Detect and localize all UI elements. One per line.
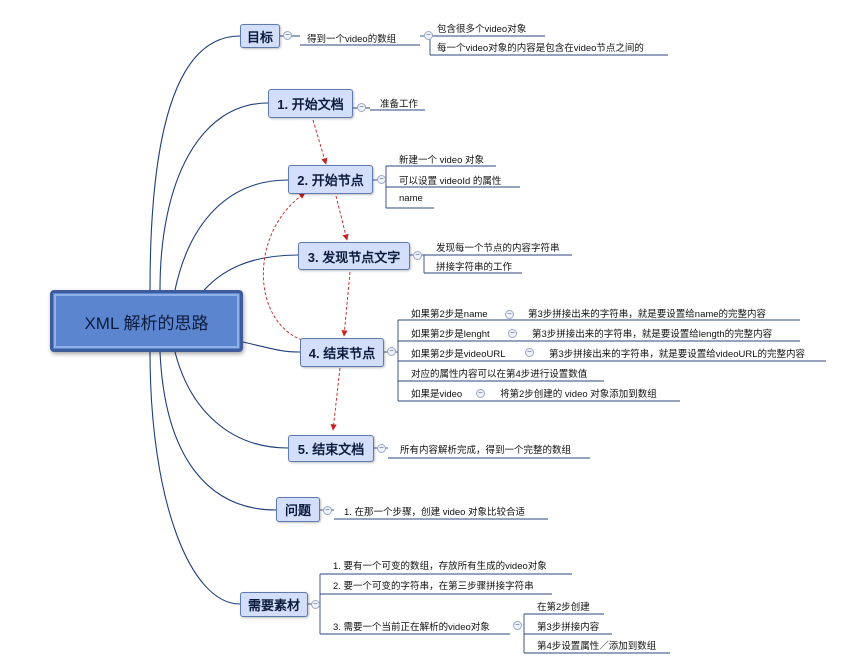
leaf-name-content: 第3步拼接出来的字符串，就是要设置给name的完整内容	[528, 309, 767, 320]
topic-end-node[interactable]: 4. 结束节点	[300, 338, 384, 367]
leaf-prepare: 准备工作	[380, 99, 419, 110]
collapse-toggle-materials[interactable]: −	[311, 600, 320, 609]
leaf-material-3: 3. 需要一个当前正在解析的video对象	[333, 622, 490, 633]
collapse-toggle-goal[interactable]: −	[283, 31, 292, 40]
collapse-toggle-found-text[interactable]: −	[413, 251, 422, 260]
leaf-add-to-array: 将第2步创建的 video 对象添加到数组	[500, 389, 657, 400]
collapse-toggle-goal-array[interactable]: −	[424, 31, 433, 40]
topic-goal[interactable]: 目标	[240, 24, 280, 48]
topic-end-node-label: 4. 结束节点	[308, 346, 376, 361]
leaf-length-content: 第3步拼接出来的字符串，就是要设置给length的完整内容	[532, 329, 773, 340]
arrow-text-to-end-node	[341, 271, 351, 337]
collapse-toggle-end-node[interactable]: −	[387, 347, 396, 356]
topic-start-node-label: 2. 开始节点	[297, 173, 364, 188]
collapse-toggle-end-document[interactable]: −	[377, 444, 386, 453]
collapse-toggle-start-node[interactable]: −	[377, 175, 386, 184]
leaf-material-2: 2. 要一个可变的字符串，在第三步骤拼接字符串	[333, 581, 534, 592]
leaf-video-url-content: 第3步拼接出来的字符串，就是要设置给videoURL的完整内容	[549, 349, 805, 360]
root-topic-label: XML 解析的思路	[84, 313, 209, 333]
root-branches	[149, 35, 301, 605]
collapse-toggle-end-length[interactable]: −	[508, 329, 517, 338]
leaf-append-string: 拼接字符串的工作	[436, 262, 513, 273]
arrow-end-node-to-end-doc	[330, 367, 341, 431]
leaf-set-video-id: 可以设置 videoId 的属性	[399, 176, 502, 187]
leaf-goal-video-content: 每一个video对象的内容是包含在video节点之间的	[437, 43, 644, 54]
topic-start-document[interactable]: 1. 开始文档	[268, 89, 353, 118]
relationship-arrows	[263, 119, 351, 431]
leaf-material-3-step2: 在第2步创建	[537, 602, 590, 613]
leaf-if-name: 如果第2步是name	[411, 309, 488, 320]
collapse-toggle-end-video[interactable]: −	[476, 389, 485, 398]
leaf-goal-many-videos: 包含很多个video对象	[437, 24, 527, 35]
root-topic[interactable]: XML 解析的思路	[50, 290, 243, 352]
topic-found-text[interactable]: 3. 发现节点文字	[298, 242, 410, 270]
leaf-if-video: 如果是video	[411, 389, 463, 400]
branch-line-end-doc	[174, 351, 289, 449]
branch-line-text	[199, 254, 299, 296]
arrow-end-node-to-start-node	[263, 192, 306, 341]
topic-materials-label: 需要素材	[247, 598, 300, 613]
branch-line-question	[159, 351, 277, 511]
leaf-goal-array: 得到一个video的数组	[307, 34, 397, 45]
leaf-parse-complete: 所有内容解析完成，得到一个完整的数组	[400, 445, 572, 456]
branch-line-start-doc	[159, 102, 269, 291]
leaf-connectors	[280, 35, 826, 654]
leaf-set-attribute-step4: 对应的属性内容可以在第4步进行设置数值	[411, 369, 588, 380]
topic-question[interactable]: 问题	[276, 497, 320, 522]
leaf-material-3-step3: 第3步拼接内容	[537, 622, 600, 633]
branch-line-end-node	[242, 341, 301, 353]
topic-start-node[interactable]: 2. 开始节点	[288, 165, 373, 194]
leaf-if-length: 如果第2步是lenght	[411, 329, 490, 340]
topic-materials[interactable]: 需要素材	[240, 592, 308, 617]
collapse-toggle-start-document[interactable]: −	[357, 103, 366, 112]
leaf-if-video-url: 如果第2步是videoURL	[411, 349, 506, 360]
leaf-new-video-object: 新建一个 video 对象	[399, 155, 484, 166]
branch-line-goal	[149, 35, 241, 291]
topic-question-label: 问题	[284, 503, 311, 518]
topic-found-text-label: 3. 发现节点文字	[307, 249, 401, 265]
leaf-material-3-step4: 第4步设置属性／添加到数组	[537, 641, 657, 652]
topic-goal-label: 目标	[246, 29, 273, 45]
leaf-found-string: 发现每一个节点的内容字符串	[436, 243, 560, 254]
branch-line-materials	[149, 351, 241, 605]
leaf-name: name	[399, 193, 423, 204]
collapse-toggle-end-url[interactable]: −	[525, 348, 534, 357]
collapse-toggle-material-3[interactable]: −	[513, 621, 522, 630]
leaf-question-1: 1. 在那一个步骤，创建 video 对象比较合适	[344, 507, 526, 518]
topic-end-document-label: 5. 结束文档	[297, 442, 365, 457]
collapse-toggle-question[interactable]: −	[323, 506, 332, 515]
arrow-start-doc-to-start-node	[312, 119, 328, 165]
leaf-material-1: 1. 要有一个可变的数组，存放所有生成的video对象	[333, 561, 547, 572]
branch-line-start-node	[174, 179, 289, 291]
topic-end-document[interactable]: 5. 结束文档	[288, 435, 374, 462]
arrow-start-node-to-text	[335, 195, 349, 241]
topic-start-document-label: 1. 开始文档	[277, 97, 344, 112]
collapse-toggle-end-name[interactable]: −	[505, 310, 514, 319]
